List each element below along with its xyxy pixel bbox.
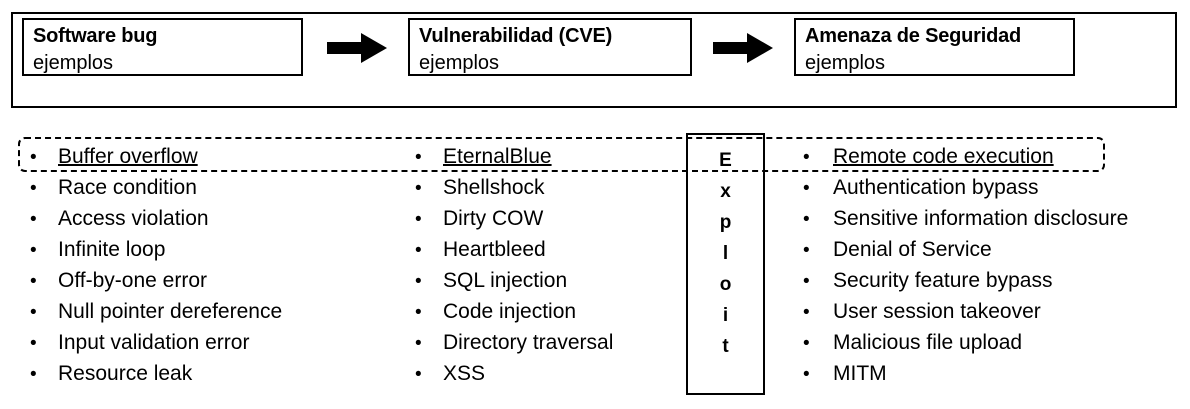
list-item: • Authentication bypass (803, 172, 1183, 203)
stage-title-software-bug: Software bug (33, 25, 158, 47)
bullet-icon: • (30, 271, 37, 292)
exploit-letter: t (722, 336, 729, 357)
stage-subtitle-software-bug: ejemplos (33, 52, 114, 74)
list-item: • Code injection (415, 296, 675, 327)
list-item: • Denial of Service (803, 234, 1183, 265)
stage-title-vulnerability: Vulnerabilidad (CVE) (419, 25, 613, 47)
bullet-icon: • (30, 302, 37, 323)
bullet-column-vulnerability-examples: • EternalBlue • Shellshock • Dirty COW •… (415, 141, 675, 389)
list-item: • Input validation error (30, 327, 400, 358)
list-item: • Remote code execution (803, 141, 1183, 172)
list-item: • Shellshock (415, 172, 675, 203)
list-item: • Off-by-one error (30, 265, 400, 296)
list-item-label: Off-by-one error (58, 269, 207, 292)
list-item-label: EternalBlue (443, 145, 552, 168)
list-item-label: Security feature bypass (833, 269, 1053, 292)
list-item-label: User session takeover (833, 300, 1041, 323)
list-item: • Heartbleed (415, 234, 675, 265)
list-item-label: Race condition (58, 176, 197, 199)
list-item: • EternalBlue (415, 141, 675, 172)
bullet-icon: • (803, 178, 810, 199)
bullet-icon: • (803, 209, 810, 230)
list-item: • SQL injection (415, 265, 675, 296)
right-arrow-icon (713, 30, 773, 66)
list-item-label: Dirty COW (443, 207, 544, 230)
bullet-icon: • (30, 147, 37, 168)
exploit-letter: l (722, 243, 729, 264)
stage-box-security-threat: Amenaza de Seguridad ejemplos (794, 18, 1075, 76)
bullet-icon: • (803, 240, 810, 261)
list-item-label: Denial of Service (833, 238, 992, 261)
exploit-letter: x (720, 181, 731, 202)
stage-title-security-threat: Amenaza de Seguridad (805, 25, 1022, 47)
stage-box-software-bug: Software bug ejemplos (22, 18, 303, 76)
list-item-label: Directory traversal (443, 331, 614, 354)
list-item-label: Code injection (443, 300, 577, 323)
list-item: • Access violation (30, 203, 400, 234)
bullet-icon: • (415, 333, 422, 354)
list-item: • Null pointer dereference (30, 296, 400, 327)
bullet-icon: • (803, 333, 810, 354)
list-item-label: Heartbleed (443, 238, 546, 261)
bullet-icon: • (803, 364, 810, 385)
bullet-icon: • (415, 209, 422, 230)
list-item: • Malicious file upload (803, 327, 1183, 358)
list-item: • User session takeover (803, 296, 1183, 327)
bullet-icon: • (415, 240, 422, 261)
bullet-icon: • (30, 209, 37, 230)
list-item-label: Null pointer dereference (58, 300, 283, 323)
list-item-label: Buffer overflow (58, 145, 198, 168)
bullet-icon: • (415, 271, 422, 292)
bullet-icon: • (30, 333, 37, 354)
list-item: • Race condition (30, 172, 400, 203)
list-item-label: MITM (833, 362, 887, 385)
exploit-letter: E (719, 150, 732, 171)
stage-subtitle-vulnerability: ejemplos (419, 52, 500, 74)
bullet-icon: • (803, 302, 810, 323)
list-item: • XSS (415, 358, 675, 389)
bullet-icon: • (30, 178, 37, 199)
exploit-letter: o (719, 274, 732, 295)
bullet-icon: • (415, 302, 422, 323)
list-item: • Infinite loop (30, 234, 400, 265)
stage-box-vulnerability: Vulnerabilidad (CVE) ejemplos (408, 18, 692, 76)
right-arrow-icon (327, 30, 387, 66)
bullet-column-security-threat-examples: • Remote code execution • Authentication… (803, 141, 1183, 389)
list-item: • MITM (803, 358, 1183, 389)
list-item-label: Sensitive information disclosure (833, 207, 1129, 230)
list-item-label: Resource leak (58, 362, 193, 385)
bullet-icon: • (415, 364, 422, 385)
list-item-label: Infinite loop (58, 238, 166, 261)
list-item: • Resource leak (30, 358, 400, 389)
flow-outer-frame (11, 12, 1177, 108)
bullet-icon: • (803, 147, 810, 168)
list-item: • Sensitive information disclosure (803, 203, 1183, 234)
list-item: • Buffer overflow (30, 141, 400, 172)
bullet-icon: • (415, 178, 422, 199)
bullet-icon: • (30, 364, 37, 385)
bullet-icon: • (415, 147, 422, 168)
list-item-label: Shellshock (443, 176, 545, 199)
dashed-highlight-band (18, 137, 1105, 172)
list-item-label: XSS (443, 362, 486, 385)
list-item-label: Access violation (58, 207, 209, 230)
bullet-column-software-bug-examples: • Buffer overflow • Race condition • Acc… (30, 141, 400, 389)
list-item: • Security feature bypass (803, 265, 1183, 296)
list-item: • Directory traversal (415, 327, 675, 358)
exploit-letter: p (719, 212, 732, 233)
list-item-label: Malicious file upload (833, 331, 1023, 354)
list-item-label: Authentication bypass (833, 176, 1039, 199)
stage-subtitle-security-threat: ejemplos (805, 52, 886, 74)
bullet-icon: • (30, 240, 37, 261)
exploit-vertical-box: E x p l o i t (686, 133, 765, 395)
list-item: • Dirty COW (415, 203, 675, 234)
list-item-label: Remote code execution (833, 145, 1054, 168)
list-item-label: Input validation error (58, 331, 250, 354)
bullet-icon: • (803, 271, 810, 292)
list-item-label: SQL injection (443, 269, 568, 292)
exploit-letter: i (722, 305, 729, 326)
